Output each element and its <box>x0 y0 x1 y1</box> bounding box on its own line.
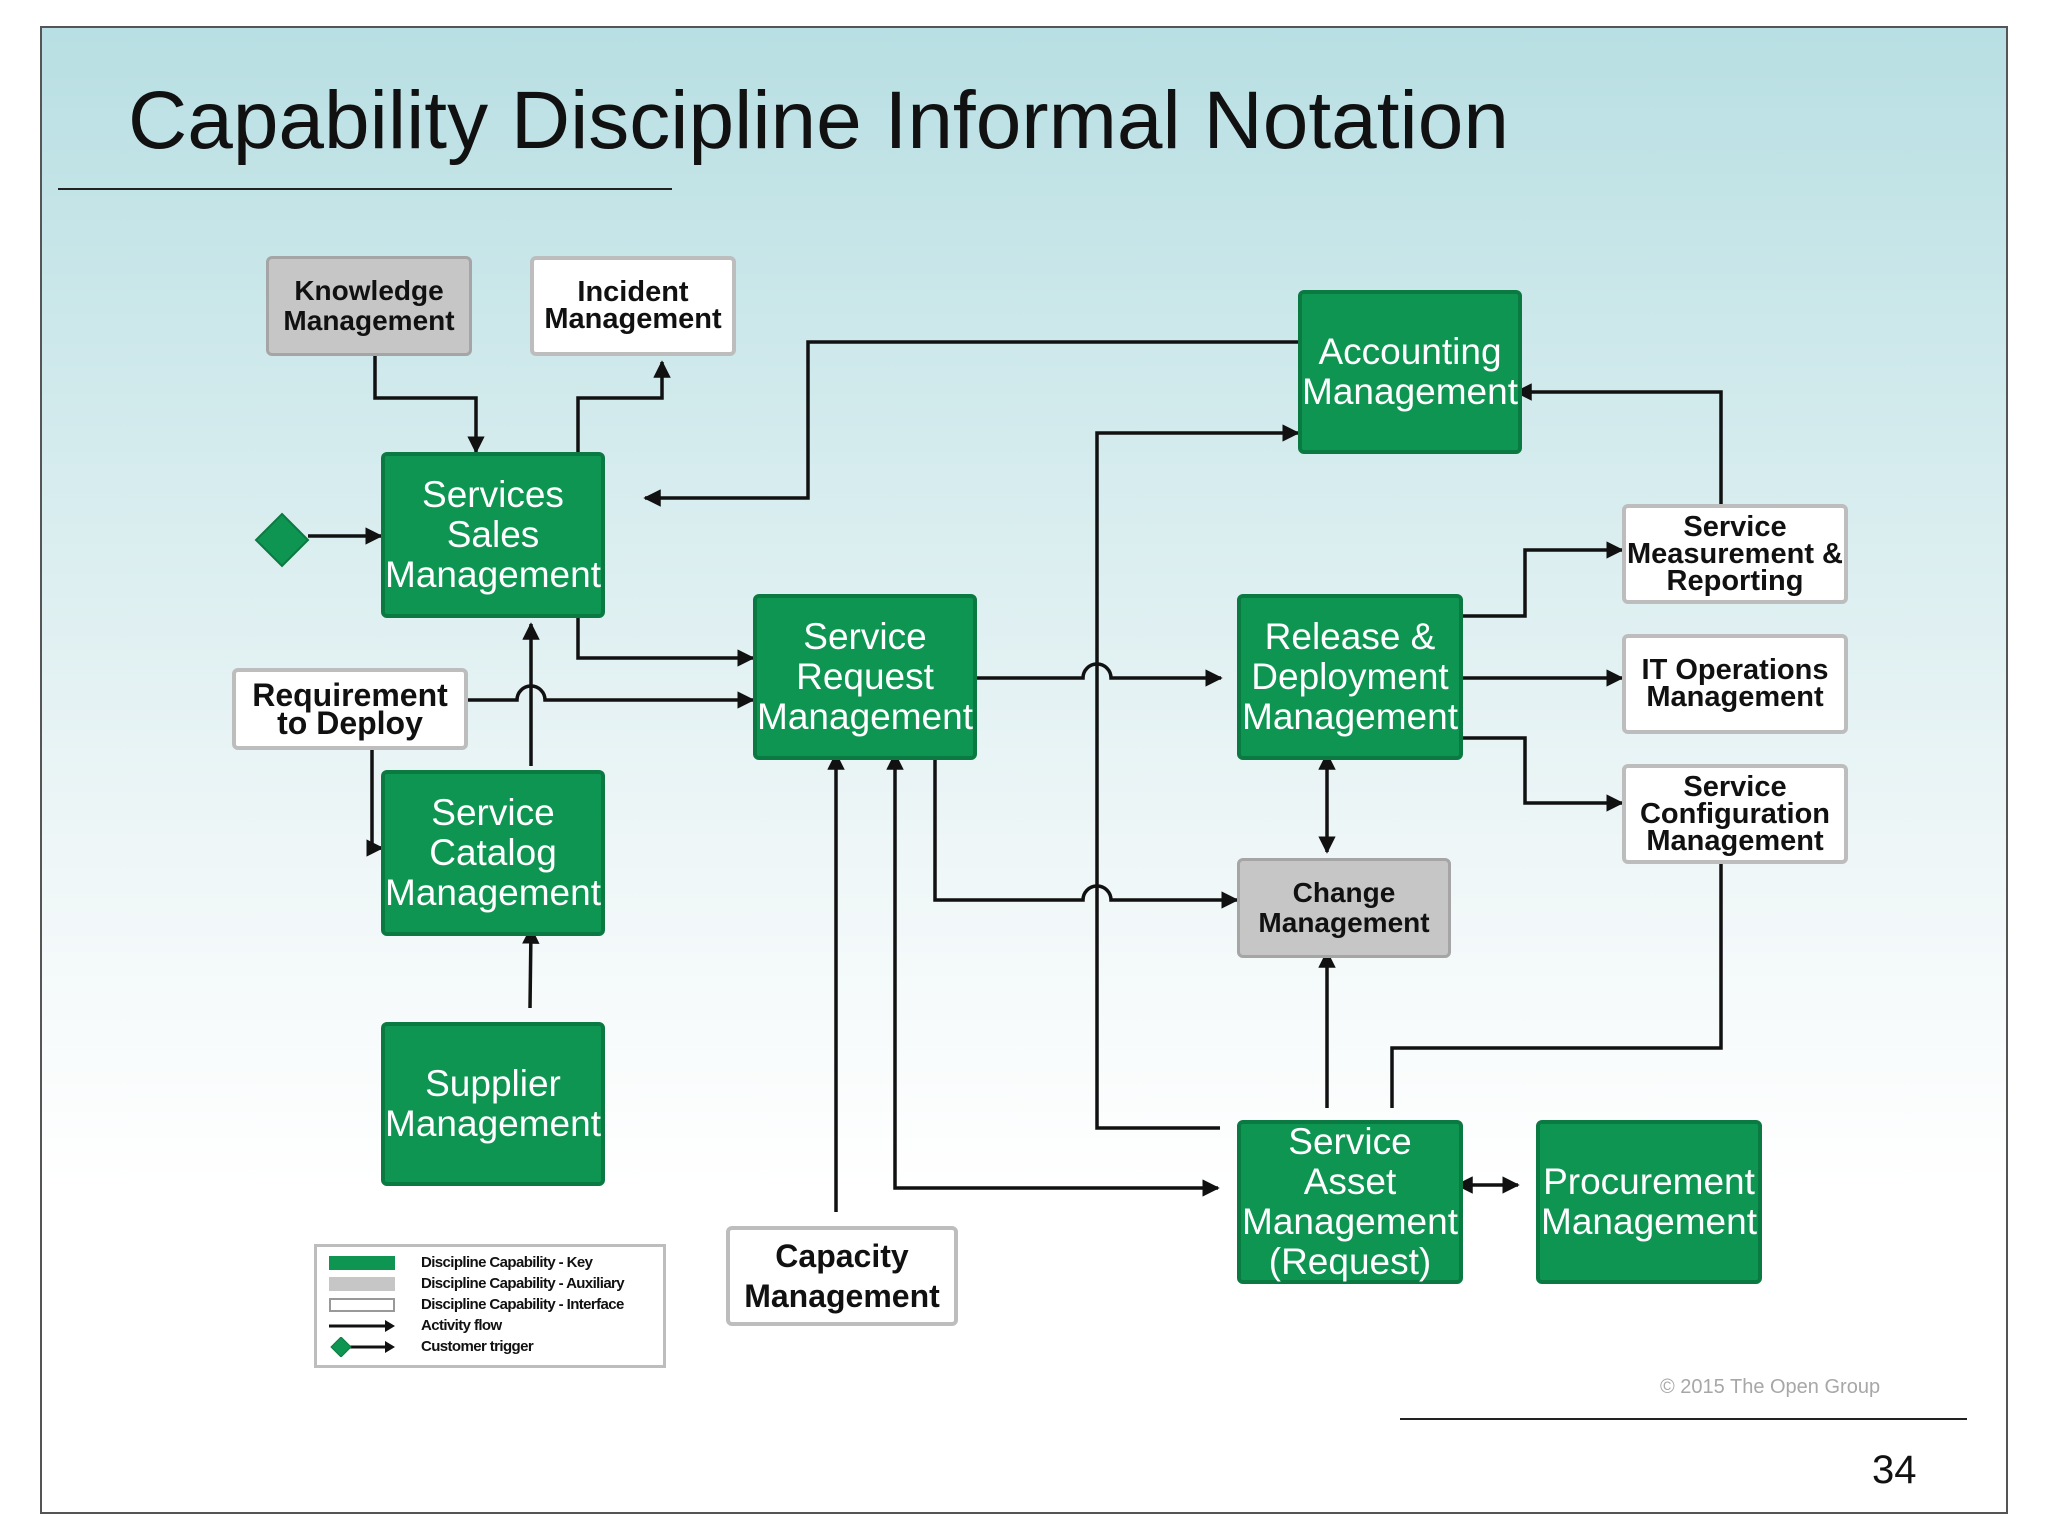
node-requirement-to-deploy: Requirement to Deploy <box>232 668 468 750</box>
node-incident-management: Incident Management <box>530 256 736 356</box>
legend-label: Customer trigger <box>421 1338 534 1355</box>
node-accounting-management: Accounting Management <box>1298 290 1522 454</box>
flow-asset-to-accounting <box>1095 424 1300 1130</box>
node-capacity-management: Capacity Management <box>726 1226 958 1326</box>
node-procurement-management: Procurement Management <box>1536 1120 1762 1284</box>
legend-label: Discipline Capability - Auxiliary <box>421 1275 625 1292</box>
node-supplier-management: Supplier Management <box>381 1022 605 1186</box>
auxiliary-swatch <box>329 1277 395 1291</box>
customer-trigger-diamond <box>254 512 310 568</box>
node-label: Service Measurement & Reporting <box>1627 510 1843 597</box>
page-number: 34 <box>1872 1448 1917 1492</box>
title-underline <box>58 188 672 190</box>
node-label: Service Catalog Management <box>385 792 601 913</box>
node-label: Incident Management <box>544 276 722 335</box>
node-label: Knowledge Management <box>283 275 455 336</box>
flow-asset-request-bidirectional <box>886 752 1220 1197</box>
flow-requirement-to-request <box>465 684 755 709</box>
node-release-deployment-management: Release & Deployment Management <box>1237 594 1463 760</box>
node-label: IT Operations Management <box>1641 654 1829 713</box>
flow-diagram <box>254 340 1730 1212</box>
slide: Capability Discipline Informal Notation <box>40 26 2008 1514</box>
node-service-configuration-management: Service Configuration Management <box>1622 764 1848 864</box>
flow-sales-to-incident <box>576 360 671 452</box>
flow-asset-to-configuration <box>1390 846 1730 1108</box>
node-label: Requirement to Deploy <box>252 677 448 741</box>
flow-knowledge-to-sales <box>373 356 485 454</box>
flow-sales-to-request <box>576 618 755 667</box>
node-label: Service Configuration Management <box>1639 770 1831 857</box>
node-label: Capacity Management <box>744 1238 940 1314</box>
node-service-measurement-reporting: Service Measurement & Reporting <box>1622 504 1848 604</box>
node-label: Supplier Management <box>385 1063 601 1144</box>
node-knowledge-management: Knowledge Management <box>266 256 472 356</box>
diamond-arrow-icon <box>330 1337 395 1357</box>
legend-label: Discipline Capability - Interface <box>421 1296 624 1313</box>
flow-measurement-to-accounting <box>1514 383 1723 504</box>
footer-rule <box>1400 1418 1967 1420</box>
node-service-request-management: Service Request Management <box>753 594 977 760</box>
legend-label: Discipline Capability - Key <box>421 1254 593 1271</box>
node-label: Procurement Management <box>1541 1161 1757 1242</box>
legend: Discipline Capability - Key Discipline C… <box>314 1244 666 1368</box>
node-label: Change Management <box>1258 877 1430 938</box>
flow-accounting-to-sales <box>643 340 1298 507</box>
node-label: Service Request Management <box>757 616 973 737</box>
flow-release-to-configuration <box>1439 736 1624 812</box>
slide-title: Capability Discipline Informal Notation <box>128 75 1509 166</box>
node-label: Accounting Management <box>1302 331 1518 412</box>
flow-release-to-measurement <box>1439 541 1624 618</box>
node-label: Service Asset Management (Request) <box>1242 1121 1458 1282</box>
key-swatch <box>329 1256 395 1270</box>
node-label: Services Sales Management <box>385 474 601 595</box>
flow-supplier-to-catalog <box>522 926 540 1009</box>
node-it-operations-management: IT Operations Management <box>1622 634 1848 734</box>
node-services-sales-management: Services Sales Management <box>381 452 605 618</box>
node-change-management: Change Management <box>1237 858 1451 958</box>
node-service-asset-management: Service Asset Management (Request) <box>1237 1120 1463 1284</box>
interface-swatch <box>329 1298 395 1312</box>
legend-label: Activity flow <box>421 1317 502 1334</box>
flow-request-to-change <box>933 754 1239 909</box>
flow-requirement-to-catalog <box>370 742 381 850</box>
node-service-catalog-management: Service Catalog Management <box>381 770 605 936</box>
arrow-icon <box>329 1320 395 1332</box>
node-label: Release & Deployment Management <box>1242 616 1458 737</box>
copyright-notice: © 2015 The Open Group <box>1660 1376 1881 1398</box>
